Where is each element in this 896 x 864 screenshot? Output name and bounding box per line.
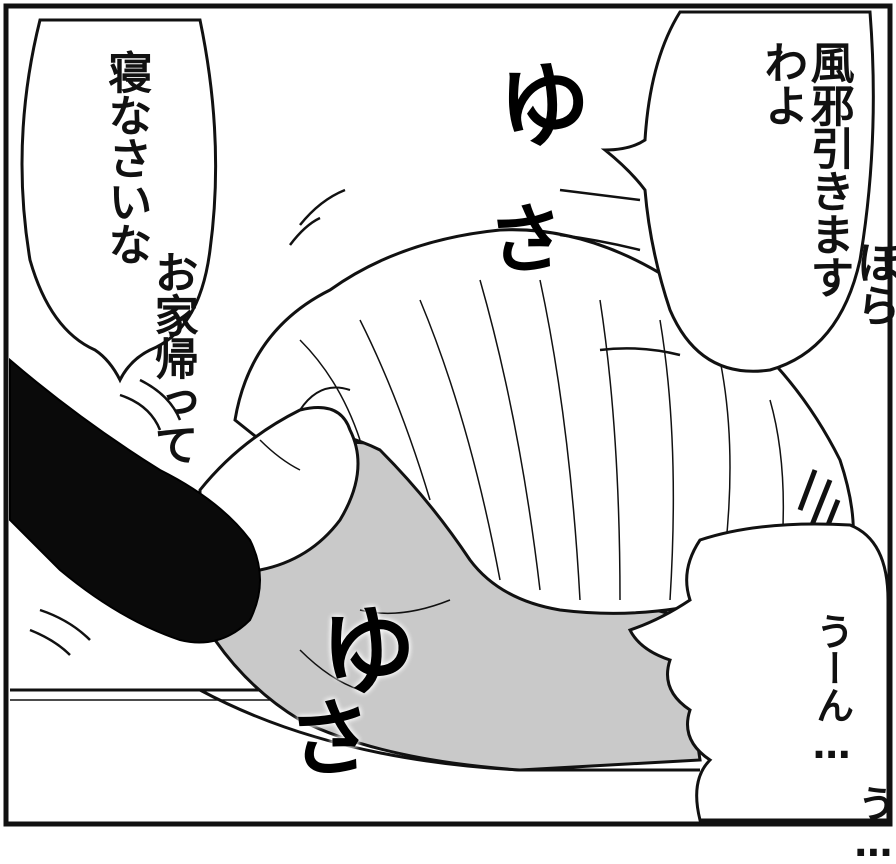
left-speech-bubble (20, 18, 218, 384)
bottom-thought-bubble (627, 522, 890, 822)
left-bubble-text: お家帰って寝なさいな (56, 50, 241, 465)
manga-panel: お家帰って寝なさいな ほら風邪引きますわよ う…うーん… ゆ さ ゆ さ (3, 3, 896, 864)
right-speech-bubble (600, 10, 875, 373)
bottom-bubble-line-2: うーん… (809, 612, 854, 766)
panel-artwork (3, 3, 893, 827)
left-bubble-line-2: 寝なさいな (100, 50, 152, 265)
right-bubble-line-1: ほら (848, 240, 896, 326)
bottom-bubble-text: う… うーん… (768, 612, 896, 864)
sfx-top-sa: さ (484, 191, 570, 288)
black-sleeve-arm (9, 357, 261, 644)
sfx-top-yu: ゆ (494, 49, 595, 164)
left-bubble-line-1: お家帰って (146, 250, 198, 465)
sfx-bottom-sa: さ (283, 685, 378, 793)
right-bubble-line-3: わよ (756, 40, 808, 126)
right-bubble-text: ほら風邪引きますわよ (712, 40, 896, 326)
right-bubble-line-2: 風邪引きます (802, 40, 854, 298)
motion-lines (29, 188, 681, 656)
bottom-bubble-line-1: う… (851, 784, 896, 864)
